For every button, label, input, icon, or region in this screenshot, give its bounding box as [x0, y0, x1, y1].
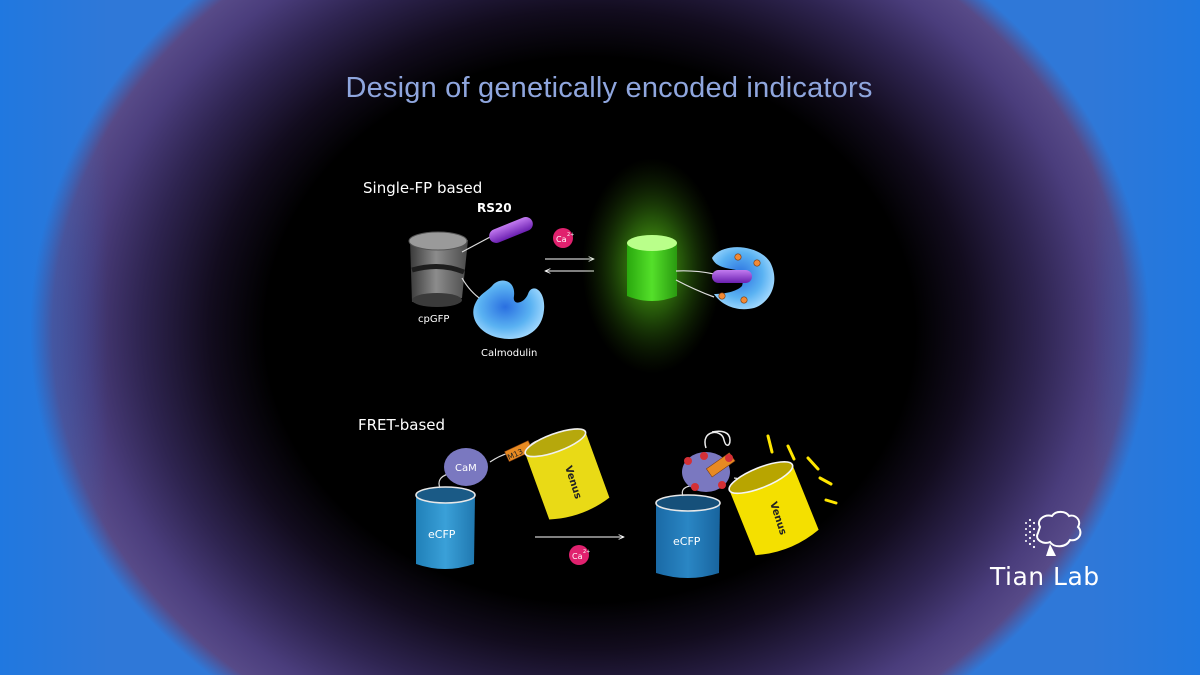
bound-calcium-ions-fret	[684, 452, 733, 491]
ecfp-barrel-bound	[655, 494, 721, 578]
tian-lab-logo-text: Tian Lab	[990, 562, 1100, 591]
tian-lab-logo-icon	[1025, 510, 1082, 556]
gfp-barrel-bright	[627, 235, 677, 301]
calmodulin-label: Calmodulin	[481, 348, 537, 359]
calcium-ion	[553, 228, 573, 248]
calcium-ion-fret-label: Ca	[572, 552, 583, 561]
calcium-ion-fret	[569, 545, 589, 565]
bound-calcium-ions	[718, 253, 761, 304]
ecfp-barrel	[415, 486, 476, 569]
calcium-ion-fret-charge: 2+	[583, 549, 590, 555]
calcium-ion-label: Ca	[556, 235, 567, 244]
calmodulin-blob	[473, 280, 545, 339]
venus-barrel-bright	[728, 460, 819, 556]
cam-label: CaM	[455, 463, 477, 474]
ecfp-label: eCFP	[428, 528, 456, 541]
single-fp-heading: Single-FP based	[363, 179, 483, 197]
slide-title: Design of genetically encoded indicators	[345, 72, 873, 104]
rs20-label: RS20	[477, 201, 512, 215]
cam-domain	[444, 448, 488, 486]
fret-heading: FRET-based	[358, 416, 446, 434]
venus-barrel	[524, 428, 610, 520]
cpgfp-barrel	[408, 231, 468, 307]
rs20-peptide	[489, 217, 533, 243]
emission-rays	[766, 434, 838, 505]
cpgfp-label: cpGFP	[418, 314, 449, 325]
calcium-ion-charge: 2+	[567, 232, 574, 238]
ecfp-bound-label: eCFP	[673, 535, 701, 548]
rs20-bound	[712, 270, 752, 283]
